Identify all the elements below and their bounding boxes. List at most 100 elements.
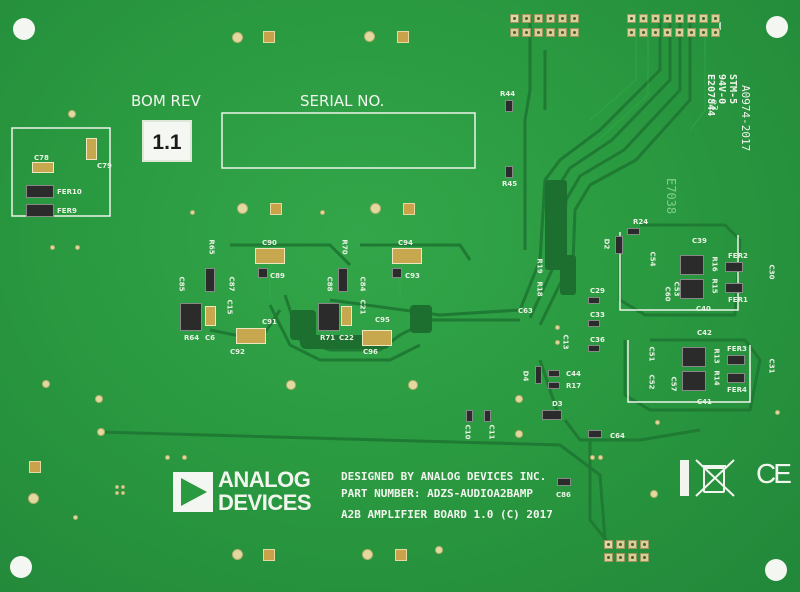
weee-bar [680,460,689,496]
refdes-c33: C33 [590,311,605,319]
via [590,455,595,460]
ferrite-fer10 [26,185,54,198]
capacitor-c22 [341,306,352,326]
resistor-r44 [505,100,513,112]
cert-line-1: STM-5 [727,74,738,105]
capacitor-c78 [32,162,54,173]
test-point [97,428,105,436]
inductor-upper-1 [680,255,704,275]
mounting-hole-bottom-right [765,559,787,581]
header-connector-right [627,14,722,44]
refdes-c87: C87 [227,276,236,292]
refdes-fer3: FER3 [727,345,747,353]
test-pad [403,203,415,215]
test-point [68,110,76,118]
via [50,245,55,250]
crossed-bin-icon [695,459,735,497]
ferrite-fer4 [727,373,745,383]
refdes-r70: R70 [340,239,349,255]
ferrite-fer3 [727,355,745,365]
component-c88 [338,268,348,292]
component-c10 [466,410,473,422]
test-point [286,380,296,390]
capacitor-c6 [205,306,216,326]
via [115,485,119,489]
code-mark: E7038 [664,178,678,215]
via [598,455,603,460]
test-point [515,430,523,438]
logo-text-line2: DEVICES [218,490,312,515]
component-c44 [548,370,560,377]
refdes-c88: C88 [325,276,334,292]
refdes-c64: C64 [610,432,625,440]
refdes-c52: C52 [647,374,656,390]
designed-by-text: DESIGNED BY ANALOG DEVICES INC. [341,470,547,483]
test-point [364,31,375,42]
refdes-r19: R19 [535,258,544,274]
ferrite-fer2 [725,262,743,272]
resistor-r45 [505,166,513,178]
bom-rev-box: 1.1 [142,120,192,162]
refdes-c13: C13 [561,334,570,350]
component-r64 [180,303,202,331]
header-connector-bottom [604,540,654,566]
capacitor-c96 [362,330,392,346]
via [320,210,325,215]
component-c29 [588,297,600,304]
refdes-c21: C21 [358,299,367,315]
refdes-c10: C10 [463,424,472,440]
component-c11 [484,410,491,422]
via [165,455,170,460]
serial-label: SERIAL NO. [300,92,385,110]
via [121,491,125,495]
via [121,485,125,489]
diode-d3 [542,410,562,420]
refdes-r45: R45 [502,180,518,188]
test-point [362,549,373,560]
logo-text-line1: ANALOG [218,467,311,492]
test-point [95,395,103,403]
test-pad [29,461,41,473]
mounting-hole-bottom-left [10,556,32,578]
via [555,340,560,345]
refdes-r65: R65 [207,239,216,255]
header-connector-left [510,14,580,44]
test-point [650,490,658,498]
refdes-r15: R15 [710,278,719,294]
logo-triangle-icon [173,472,213,512]
refdes-r16: R16 [710,256,719,272]
mounting-hole-top-right [766,16,788,38]
refdes-c79: C79 [97,162,112,170]
ce-mark: CE [756,458,792,489]
capacitor-c94 [392,248,422,264]
refdes-r17: R17 [566,382,582,390]
refdes-r64: R64 [184,334,200,342]
test-point [232,32,243,43]
part-number-text: PART NUMBER: ADZS-AUDIOA2BAMP [341,487,534,500]
refdes-c44: C44 [566,370,581,378]
refdes-fer9: FER9 [57,207,77,215]
refdes-c22: C22 [339,334,354,342]
inductor-lower-1 [682,347,706,367]
refdes-c36: C36 [590,336,605,344]
refdes-c60: C60 [663,286,672,302]
refdes-c89: C89 [270,272,285,280]
test-pad [397,31,409,43]
part-code: A0974-2017 [739,85,752,152]
test-point [232,549,243,560]
test-point [28,493,39,504]
via [655,420,660,425]
capacitor-c90 [255,248,285,264]
refdes-c84: C84 [358,276,367,292]
via [555,325,560,330]
refdes-c15: C15 [225,299,234,315]
component-c86 [557,478,571,486]
refdes-c93: C93 [405,272,420,280]
analog-devices-logo: ANALOG DEVICES [173,467,323,520]
test-pad [270,203,282,215]
bom-rev-label: BOM REV [131,92,201,110]
mounting-hole-top-left [13,18,35,40]
refdes-r24: R24 [633,218,649,226]
via [73,515,78,520]
